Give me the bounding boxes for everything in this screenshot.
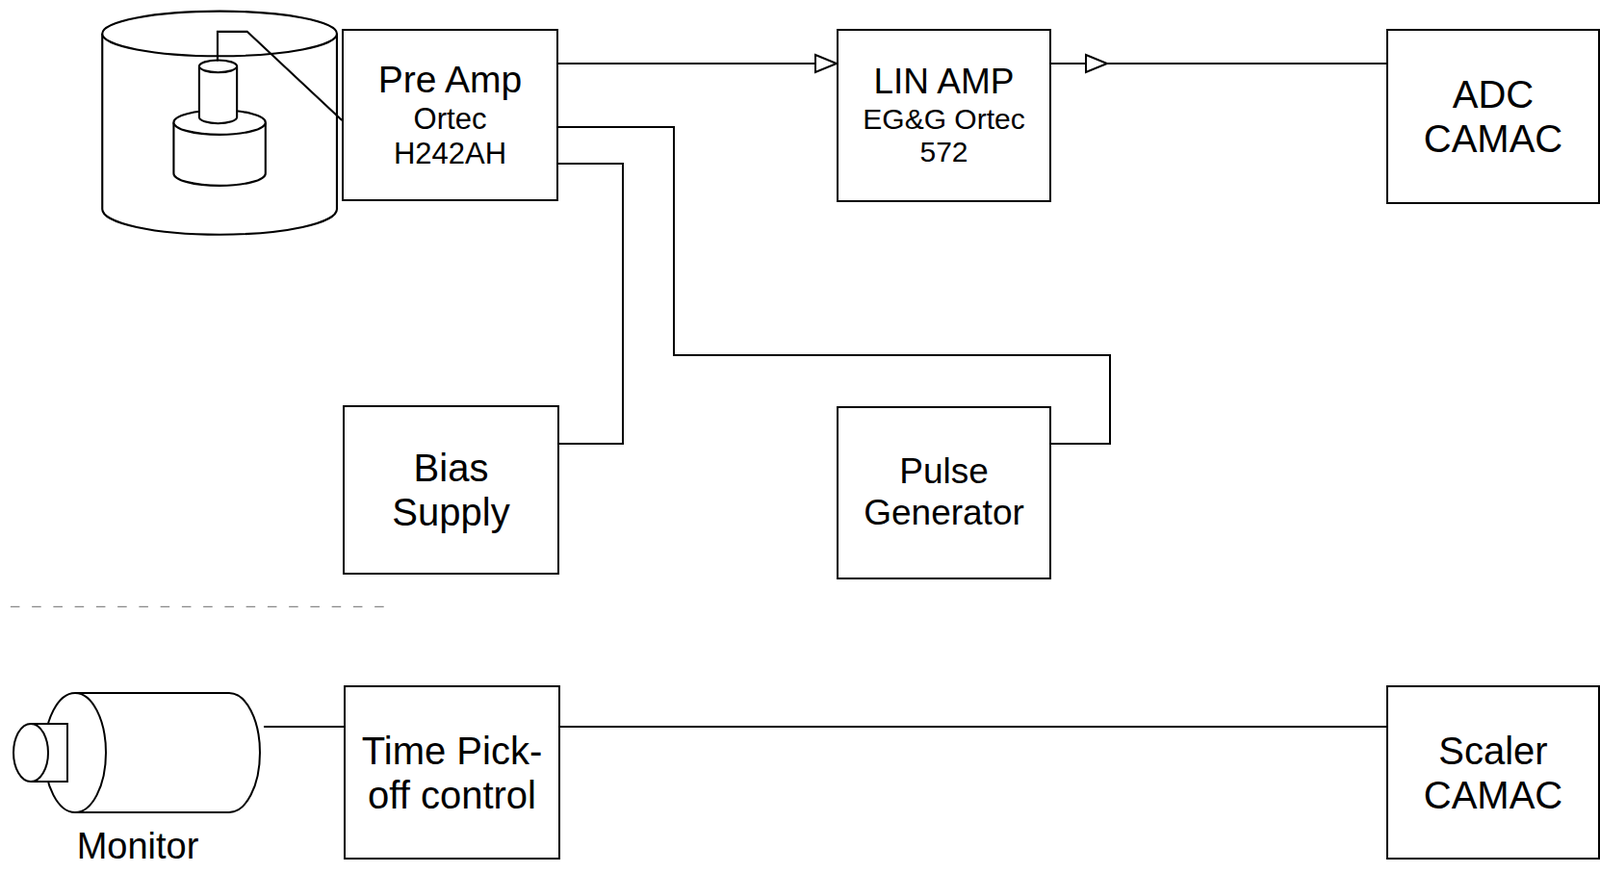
box-title: ADC CAMAC <box>1397 72 1589 161</box>
signal-cable <box>558 163 623 444</box>
signal-cable <box>263 726 344 728</box>
detector-housing <box>102 33 337 235</box>
bias-supply-box: Bias Supply <box>342 405 560 575</box>
box-detail: Ortec H242AH <box>353 102 547 171</box>
signal-cable <box>558 54 837 73</box>
signal-cable <box>1051 54 1387 73</box>
box-title: Pre Amp <box>378 58 523 103</box>
amplifier-box: LIN AMPEG&G Ortec 572 <box>836 28 1052 203</box>
separator-dashed <box>10 606 388 608</box>
signal-wire <box>217 31 342 121</box>
box-detail: EG&G Ortec 572 <box>848 103 1040 170</box>
pulse-generator-box: Pulse Generator <box>836 406 1052 580</box>
box-title: Pulse Generator <box>848 451 1040 534</box>
adc-box: ADC CAMAC <box>1386 28 1600 205</box>
box-title: Monitor <box>7 825 268 869</box>
box-title: Time Pick-off control <box>355 728 549 818</box>
box-title: LIN AMP <box>874 61 1015 104</box>
arrow-head <box>815 54 837 73</box>
crystal-top <box>199 66 237 124</box>
preamp-box: Pre AmpOrtec H242AH <box>341 28 559 202</box>
monitor-cylinder <box>7 685 264 821</box>
arrow-head <box>1085 54 1108 73</box>
scaler-box: Scaler CAMAC <box>1386 685 1600 860</box>
box-title: Bias Supply <box>354 445 548 535</box>
crystal-top-cap <box>199 60 237 74</box>
monitor-detector: Monitor <box>7 685 268 871</box>
detector-housing-top <box>102 11 337 57</box>
box-title: Scaler CAMAC <box>1397 728 1589 818</box>
time-pickoff-box: Time Pick-off control <box>343 685 561 860</box>
signal-cable <box>560 726 1387 728</box>
